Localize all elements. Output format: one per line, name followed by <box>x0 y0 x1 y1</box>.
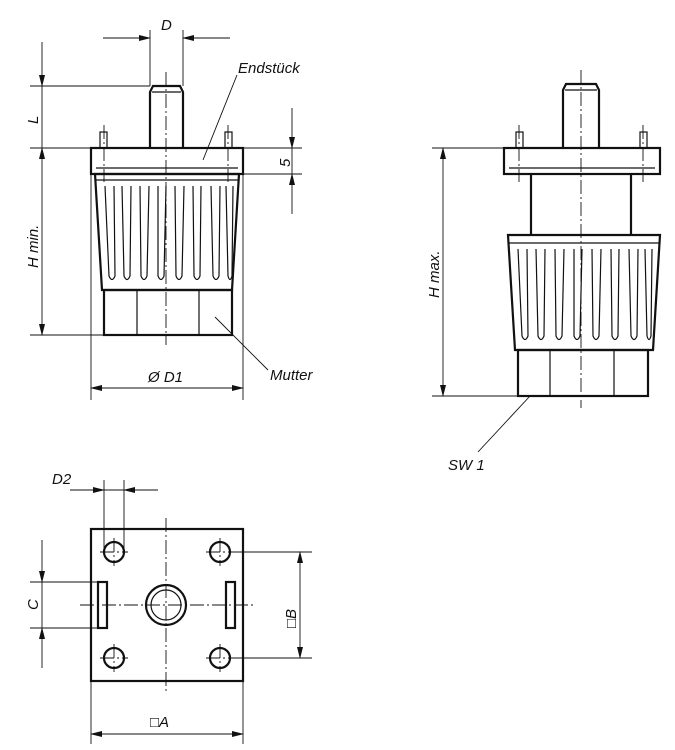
label-mutter: Mutter <box>270 367 314 384</box>
label-five: 5 <box>277 158 294 167</box>
view-max-height <box>502 70 662 408</box>
view-top-dimensions <box>30 480 312 744</box>
labels: D Endstück L 5 H min. Ø D1 Mutter H max.… <box>25 17 485 731</box>
view-min-dimensions <box>30 30 302 400</box>
knurl-ribs-max <box>517 248 653 341</box>
label-l: L <box>25 116 42 124</box>
label-a: □A <box>150 714 169 731</box>
label-d2: D2 <box>52 471 72 488</box>
label-d: D <box>161 17 172 34</box>
view-top <box>80 518 254 694</box>
label-h-max: H max. <box>426 250 443 298</box>
label-c: C <box>25 599 42 610</box>
label-endstueck: Endstück <box>238 60 301 77</box>
knurl-ribs <box>104 185 234 281</box>
label-d1: Ø D1 <box>147 369 183 386</box>
view-min-height <box>89 72 245 345</box>
label-sw1: SW 1 <box>448 457 485 474</box>
label-h-min: H min. <box>25 225 42 268</box>
label-b: □B <box>283 609 300 628</box>
view-max-dimensions <box>432 147 531 453</box>
